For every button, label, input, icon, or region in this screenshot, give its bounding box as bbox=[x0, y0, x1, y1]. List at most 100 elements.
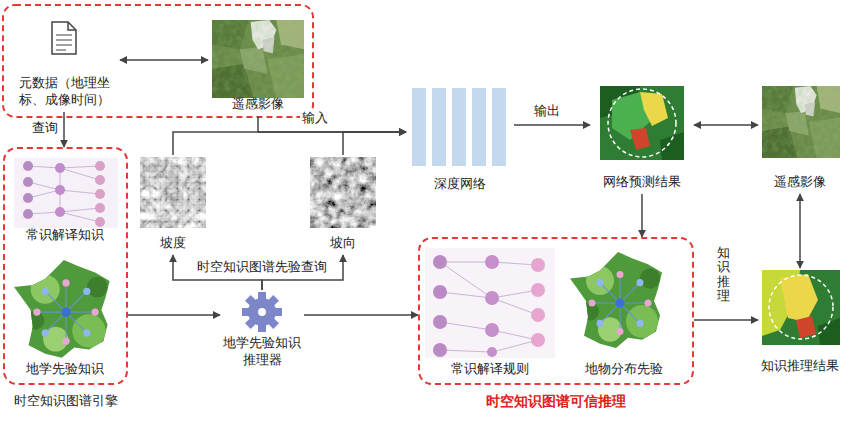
rule-graph-figure bbox=[440, 262, 492, 263]
reasoning-group: 时空知识图谱可信推理 常识解译规则 地物分布先验 bbox=[418, 237, 694, 413]
connector-arrow bbox=[304, 314, 418, 316]
reasoning-result-image bbox=[762, 270, 840, 345]
map-panel: 地物分布先验 bbox=[560, 243, 688, 381]
group-heading: 时空知识图谱引擎 bbox=[14, 393, 118, 410]
rule-graph-figure bbox=[531, 333, 545, 347]
prediction-image bbox=[600, 86, 684, 160]
rule-graph-figure bbox=[440, 262, 538, 352]
engine-group: 时空知识图谱引擎常识解译知识地学先验知识 bbox=[3, 147, 128, 413]
connector-arrow bbox=[258, 116, 406, 132]
rule-graph-figure bbox=[492, 330, 538, 340]
rule-graph-figure bbox=[492, 290, 538, 298]
knowledge-graph-figure bbox=[14, 158, 118, 228]
knowledge-graph-figure bbox=[95, 175, 105, 185]
edge-label: 查询 bbox=[30, 120, 60, 137]
knowledge-graph-figure bbox=[28, 166, 100, 222]
reasoning-result-image bbox=[769, 275, 833, 339]
node-caption: 遥感影像 bbox=[232, 96, 284, 113]
rule-graph-figure bbox=[440, 322, 492, 330]
rule-graph-figure bbox=[433, 255, 447, 269]
image-panel: 坡向 bbox=[308, 155, 378, 255]
rule-graph-figure bbox=[531, 258, 545, 272]
prediction-image bbox=[630, 128, 650, 150]
connector-arrow bbox=[63, 112, 65, 147]
node-caption: 知识推理结果 bbox=[761, 358, 839, 375]
rule-graph-figure bbox=[485, 323, 499, 337]
rule-graph-figure bbox=[440, 350, 492, 352]
aspect-image bbox=[310, 157, 376, 228]
knowledge-graph-figure bbox=[23, 193, 33, 203]
map-figure bbox=[14, 260, 110, 358]
rule-graph-figure bbox=[433, 343, 447, 357]
node-caption: 常识解译知识 bbox=[26, 227, 104, 244]
knowledge-graph-figure bbox=[23, 161, 33, 171]
document-icon bbox=[68, 22, 76, 30]
node-caption: 坡向 bbox=[330, 235, 356, 252]
image-panel: 坡度 bbox=[138, 155, 208, 255]
node-caption: 网络预测结果 bbox=[603, 174, 681, 191]
image-panel: 网络预测结果 bbox=[590, 84, 694, 194]
knowledge-graph-figure bbox=[60, 190, 100, 194]
rule-graph-figure bbox=[440, 262, 492, 298]
graph-panel: 常识解译知识 bbox=[7, 153, 122, 247]
reasoning-result-image bbox=[762, 270, 840, 345]
prediction-image bbox=[600, 86, 684, 160]
rule-graph-figure bbox=[492, 298, 538, 315]
satellite-image bbox=[762, 86, 840, 158]
reasoner-icon: 地学先验知识推理器 bbox=[220, 290, 304, 372]
edge-label: 输出 bbox=[532, 103, 562, 120]
map-panel: 地学先验知识 bbox=[5, 255, 124, 381]
connector-arrow bbox=[694, 124, 758, 126]
image-panel: 遥感影像 bbox=[208, 18, 308, 116]
metadata-box: 元数据（地理坐标、成像时间） bbox=[8, 18, 120, 112]
node-caption: 地学先验知识 bbox=[26, 361, 104, 378]
connector-arrow bbox=[641, 194, 643, 237]
document-icon bbox=[56, 40, 72, 41]
rule-graph-figure bbox=[433, 315, 447, 329]
knowledge-graph-figure bbox=[60, 208, 100, 212]
rule-graph-figure bbox=[492, 340, 538, 352]
node-caption: 常识解译规则 bbox=[451, 361, 529, 378]
edge-label: 知识推理 bbox=[716, 244, 731, 305]
rule-graph-figure bbox=[531, 308, 545, 322]
rule-graph-figure bbox=[425, 248, 555, 358]
group-heading: 时空知识图谱可信推理 bbox=[486, 392, 626, 410]
map-figure bbox=[570, 252, 662, 348]
network-block: 深度网络 bbox=[406, 86, 514, 196]
document-icon bbox=[52, 22, 76, 54]
rule-graph-figure bbox=[485, 291, 499, 305]
document-icon bbox=[56, 50, 66, 51]
network-layers bbox=[432, 88, 446, 166]
knowledge-graph-figure bbox=[55, 163, 65, 173]
prediction-image bbox=[608, 89, 676, 157]
edge-label: 时空知识图谱先验查询 bbox=[195, 259, 329, 276]
rule-graph-figure bbox=[531, 283, 545, 297]
network-layers bbox=[472, 88, 486, 166]
knowledge-graph-figure bbox=[14, 158, 118, 228]
reasoning-result-image bbox=[796, 316, 816, 338]
knowledge-graph-figure bbox=[55, 185, 65, 195]
knowledge-graph-figure bbox=[23, 177, 33, 187]
connector-arrow bbox=[173, 132, 406, 155]
node-caption: 遥感影像 bbox=[774, 174, 826, 191]
node-caption: 坡度 bbox=[160, 235, 186, 252]
connector-arrow bbox=[514, 124, 590, 126]
document-icon bbox=[56, 45, 72, 46]
prediction-image bbox=[660, 132, 684, 160]
rule-graph-figure bbox=[487, 347, 497, 357]
image-panel: 知识推理结果 bbox=[758, 268, 842, 378]
reasoning-result-image bbox=[780, 274, 818, 322]
slope-image bbox=[140, 157, 206, 228]
rule-graph-figure bbox=[425, 248, 555, 358]
knowledge-graph-figure bbox=[55, 207, 65, 217]
rule-graph-figure bbox=[485, 255, 499, 269]
group-outline bbox=[3, 147, 128, 385]
satellite-image bbox=[212, 20, 304, 98]
knowledge-graph-figure bbox=[60, 166, 100, 168]
network-layers bbox=[412, 88, 426, 166]
graph-panel: 常识解译规则 bbox=[422, 243, 558, 381]
group-outline bbox=[3, 5, 313, 117]
connector-arrow bbox=[694, 319, 758, 321]
node-caption: 元数据（地理坐标、成像时间） bbox=[10, 75, 118, 109]
node-caption: 地物分布先验 bbox=[585, 361, 663, 378]
